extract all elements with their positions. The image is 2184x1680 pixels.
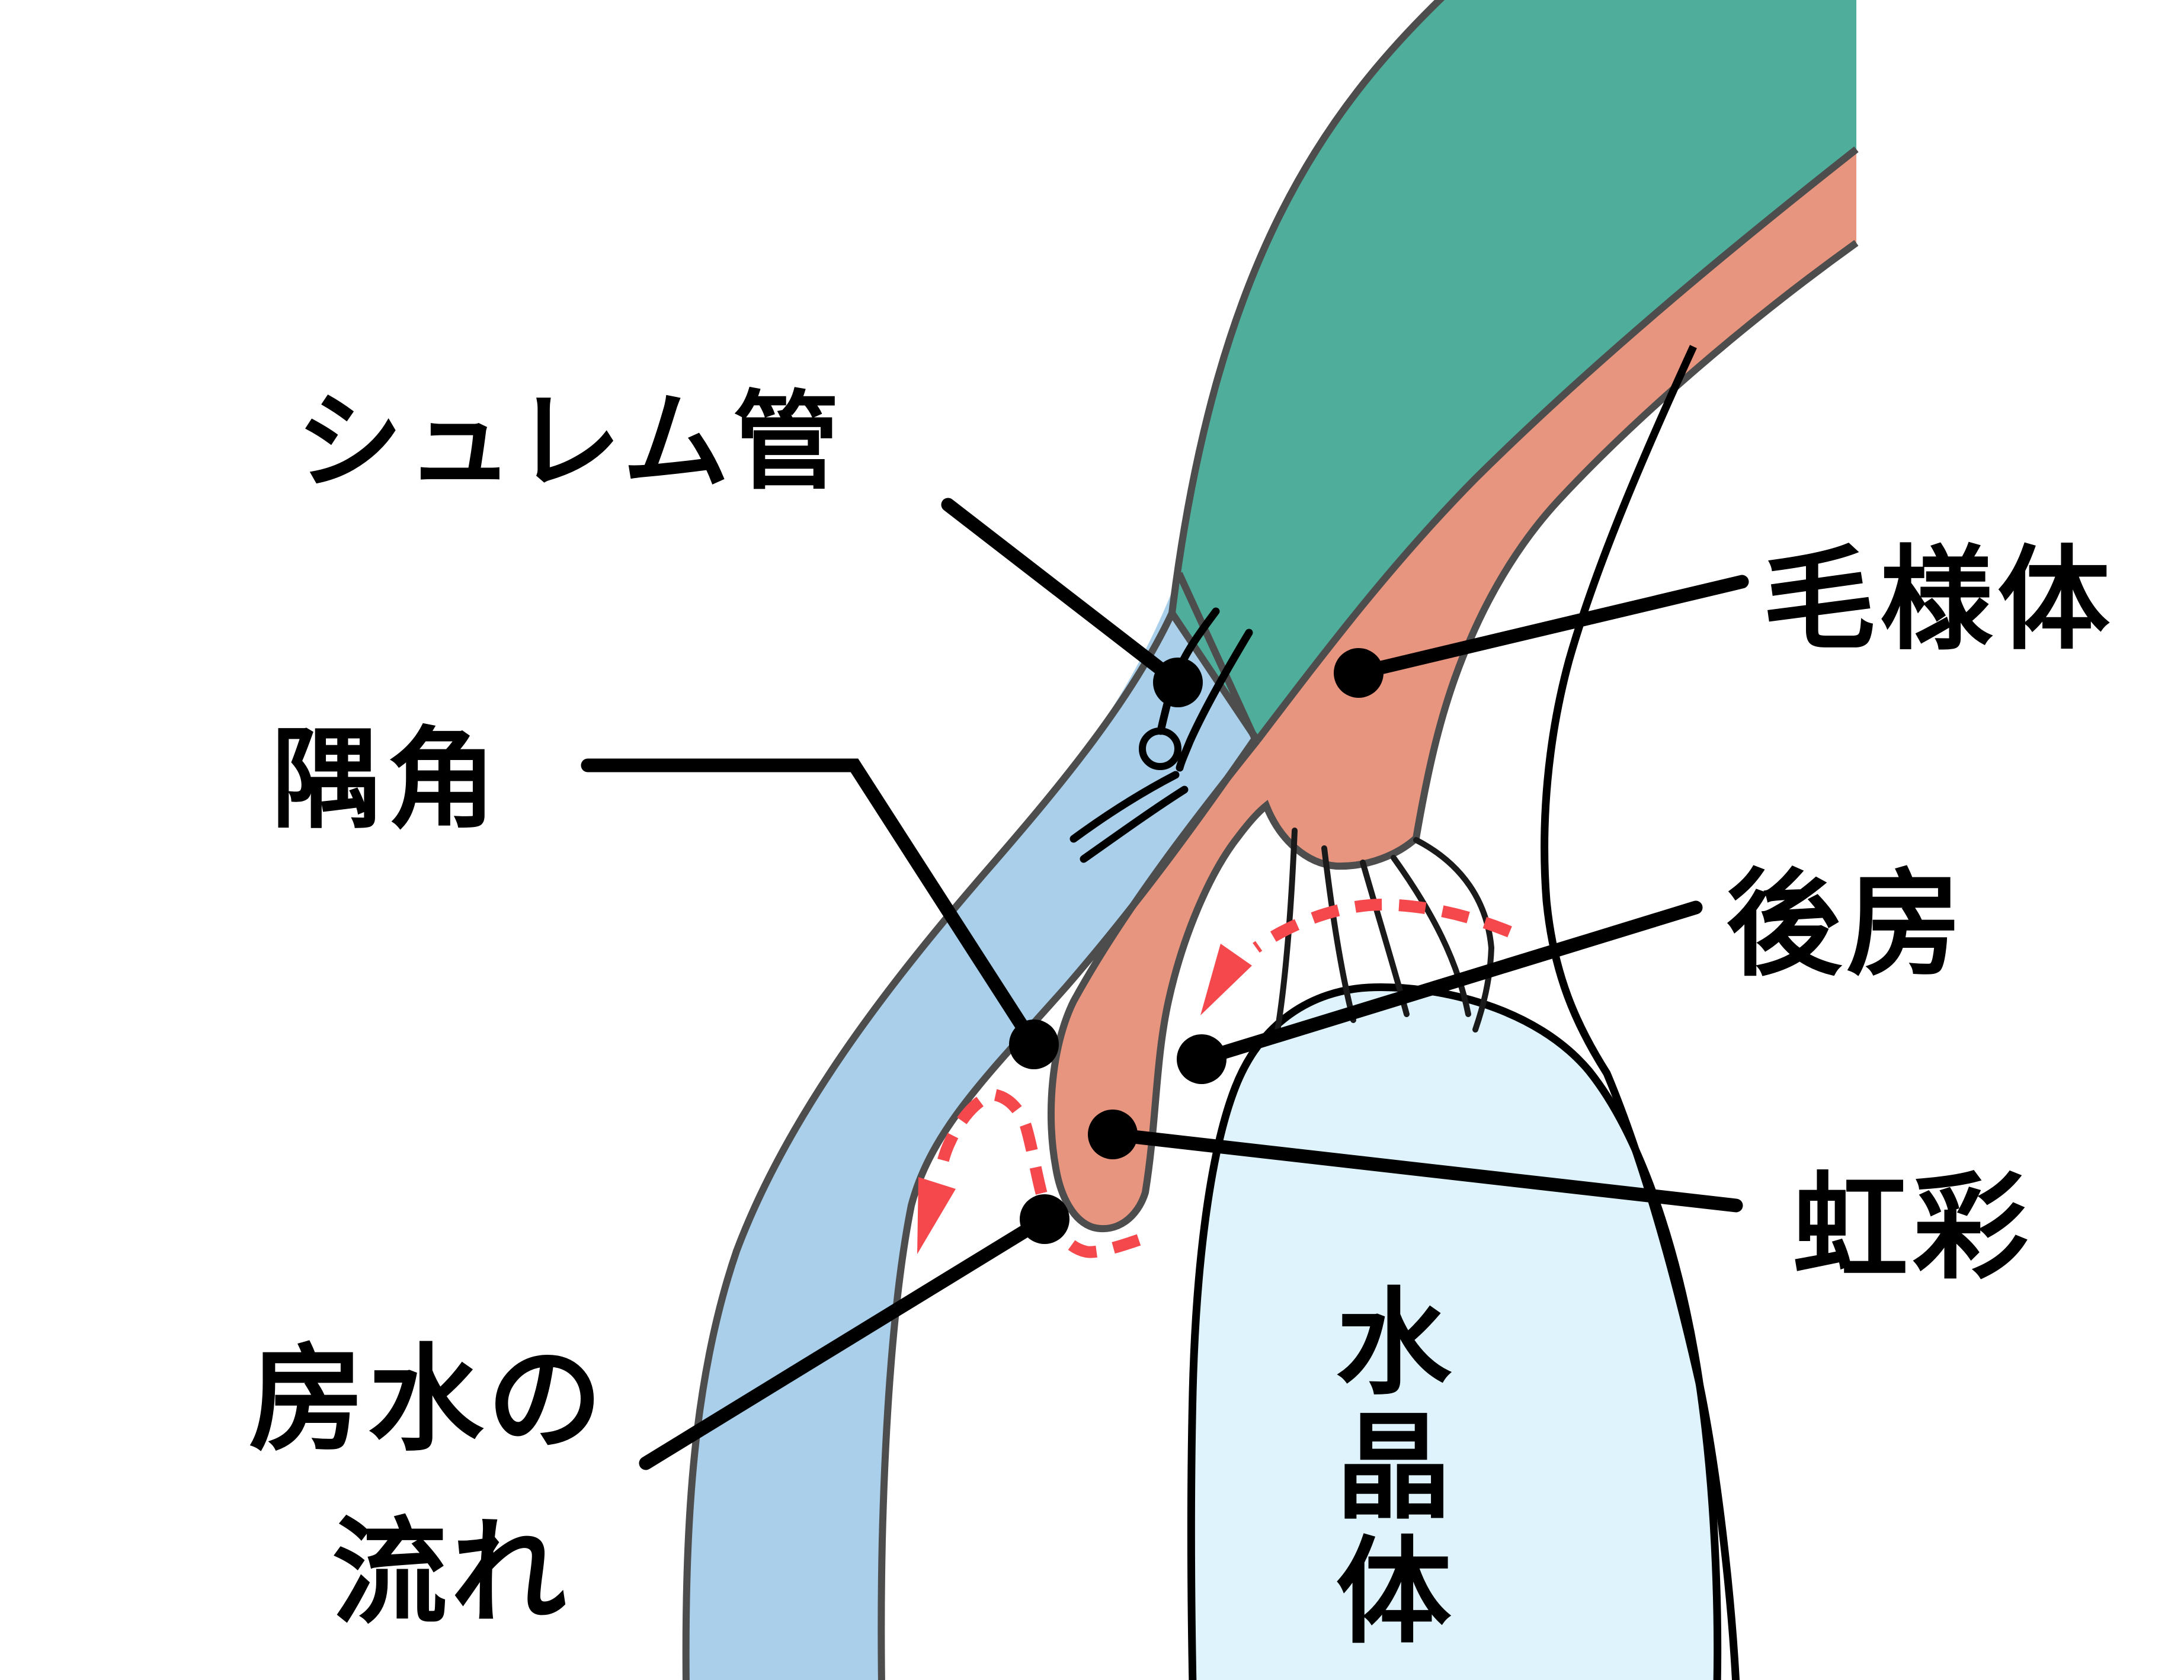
eye-outer-edge-outline [682, 0, 1445, 1680]
label-aqueous-flow-line2: 流れ [332, 1508, 570, 1637]
zonule-fiber [1391, 855, 1471, 1017]
canal-hatch-line [1080, 786, 1189, 863]
label-lens-vertical: 水 晶 体 [1336, 1279, 1452, 1657]
label-lens-char1: 水 [1336, 1279, 1452, 1408]
leader-posterior-chamber [1195, 900, 1703, 1066]
label-iris: 虹彩 [1792, 1163, 2033, 1293]
zonule-fiber [1321, 845, 1356, 1023]
dot-aqueous-flow [1020, 1194, 1069, 1244]
canal-hatch-line [1069, 771, 1180, 843]
label-schlemm-canal: シュレム管 [296, 383, 843, 502]
trabecular-curve [1176, 629, 1253, 772]
label-lens-char3: 体 [1336, 1528, 1452, 1657]
sclera-inner-edge-outline [1254, 146, 1859, 743]
schlemm-canal-circle [1139, 727, 1181, 770]
label-posterior-chamber: 後房 [1726, 860, 1967, 989]
leader-ciliary-body [1352, 575, 1749, 680]
cornea-band [686, 573, 1255, 1680]
limbus-cut-cornea-outline [1176, 572, 1258, 740]
aqueous-flow-arrows [917, 898, 1512, 1258]
posterior-boundary-line [1541, 345, 1740, 1680]
dot-schlemm-canal [1153, 658, 1203, 707]
leader-angle [581, 758, 1041, 1051]
flow-arrowhead-lower [917, 1177, 956, 1254]
label-lens-char2: 晶 [1336, 1403, 1452, 1532]
flow-arrowhead-upper [1200, 944, 1252, 1015]
dot-ciliary-body [1334, 648, 1384, 698]
dot-iris [1088, 1110, 1138, 1159]
sclera-band [1172, 0, 1856, 740]
leader-schlemm-canal [941, 498, 1185, 690]
dot-angle [1009, 1019, 1059, 1069]
label-aqueous-flow-line1: 房水の [249, 1335, 606, 1464]
zonule-fiber [1413, 837, 1495, 1033]
flow-path-upper [1253, 898, 1512, 953]
uvea-inner-edge-outline [1048, 240, 1859, 1233]
leader-aqueous-flow [639, 1212, 1052, 1470]
label-angle: 隅角 [271, 719, 502, 841]
lens-shape [1187, 983, 1722, 1680]
leader-iris [1106, 1127, 1743, 1213]
dot-posterior-chamber [1177, 1034, 1227, 1084]
label-ciliary-body: 毛様体 [1763, 537, 2115, 663]
flow-path-lower [937, 1088, 1141, 1258]
